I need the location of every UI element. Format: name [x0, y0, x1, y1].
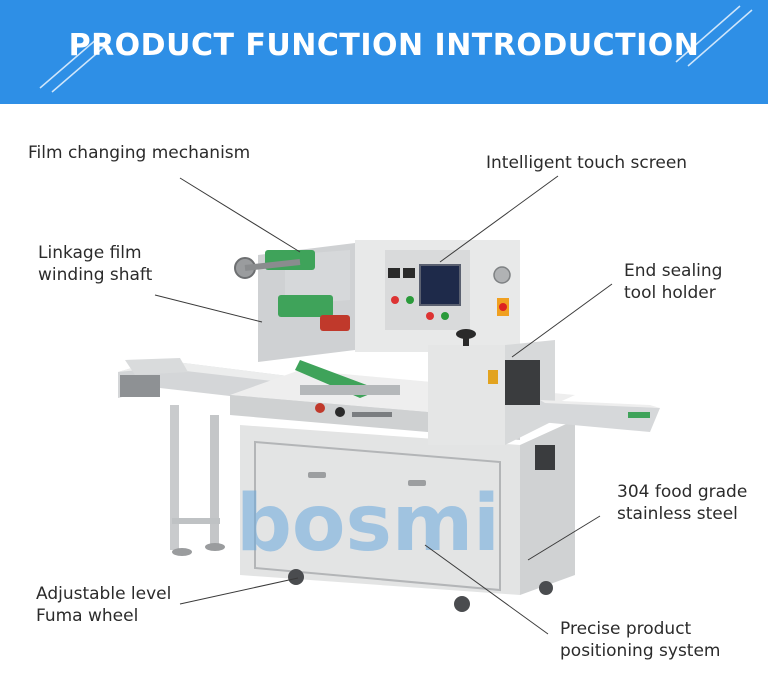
callout-lines	[154, 175, 613, 635]
cabinet-door	[254, 440, 501, 592]
page-title: PRODUCT FUNCTION INTRODUCTION	[68, 28, 700, 63]
fuma-wheel	[288, 569, 304, 585]
touch-screen	[419, 264, 461, 306]
fuma-wheel	[539, 581, 553, 595]
machine-illustration-area: bosmi Film changing mechanism Intelligen…	[0, 104, 768, 700]
conveyor-leg	[210, 415, 219, 545]
label-film-changing-mechanism: Film changing mechanism	[28, 143, 251, 163]
main-cabinet	[240, 425, 520, 595]
label-linkage-film-winding-shaft: Linkage film winding shaft	[38, 243, 153, 285]
end-sealing-unit	[428, 345, 505, 445]
fuma-wheel	[454, 596, 470, 612]
conveyor-leg	[170, 405, 179, 550]
header-banner: PRODUCT FUNCTION INTRODUCTION	[0, 0, 768, 104]
flow-wrap-machine-image: bosmi	[118, 175, 660, 635]
outfeed-conveyor	[540, 400, 660, 432]
label-precise-product-positioning-system: Precise product positioning system	[560, 619, 721, 661]
label-304-food-grade-stainless-steel: 304 food grade stainless steel	[617, 482, 748, 524]
label-adjustable-level-fuma-wheel: Adjustable level Fuma wheel	[36, 584, 172, 626]
label-intelligent-touch-screen: Intelligent touch screen	[486, 153, 688, 173]
label-end-sealing-tool-holder: End sealing tool holder	[624, 261, 723, 303]
brand-watermark: bosmi	[236, 479, 500, 569]
banner-decoration-lines	[39, 5, 753, 93]
